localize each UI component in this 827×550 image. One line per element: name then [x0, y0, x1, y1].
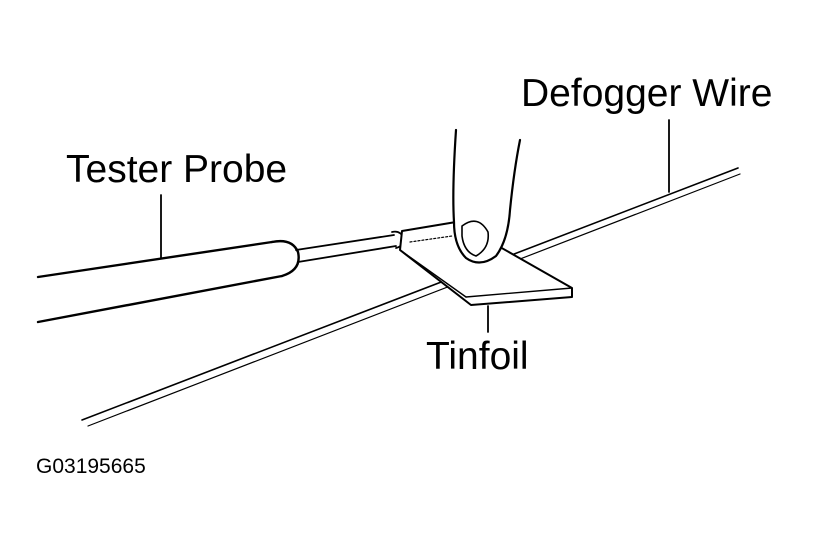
- figure-code: G03195665: [36, 455, 146, 478]
- tinfoil-label: Tinfoil: [426, 335, 529, 378]
- defogger-wire-label: Defogger Wire: [521, 72, 773, 115]
- tester-probe: [38, 232, 404, 322]
- tester-probe-label: Tester Probe: [66, 148, 288, 191]
- tinfoil-sheet: [400, 222, 572, 305]
- defogger-wire: [82, 168, 740, 426]
- finger: [453, 130, 520, 263]
